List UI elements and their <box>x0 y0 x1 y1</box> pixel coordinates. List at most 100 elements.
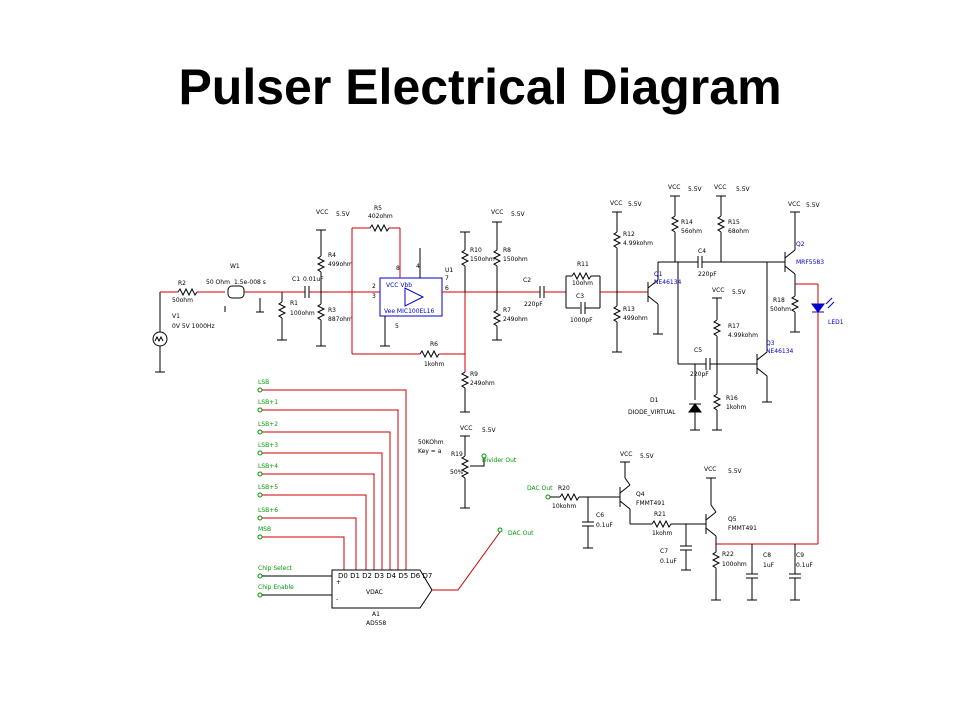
r13-value: 499ohm <box>623 315 648 322</box>
vcc-label-r4: VCC <box>316 209 328 216</box>
r20-value: 10kohm <box>552 503 576 510</box>
r18-label: R18 <box>773 297 785 304</box>
c6-value: 0.1uF <box>596 522 613 529</box>
transistor-q4: VCC 5.5V Q4 FMMT491 <box>619 451 665 524</box>
r17-value: 4.99kohm <box>728 332 758 339</box>
u1-pin3: 3 <box>372 293 376 300</box>
resistor-r10: R10 150ohm <box>460 231 495 292</box>
dac-name: VDAC <box>366 589 383 596</box>
r10-label: R10 <box>470 247 482 254</box>
r16-label: R16 <box>726 395 738 402</box>
r21-value: 1kohm <box>652 530 673 537</box>
lsb2-label: LSB+2 <box>258 421 278 428</box>
r3-label: R3 <box>328 307 336 314</box>
r19-label: R19 <box>451 451 463 458</box>
c4-label: C4 <box>698 248 706 255</box>
dac-out-port: DAC Out <box>508 530 534 537</box>
v55-label-r12: 5.5V <box>628 201 643 208</box>
r2-label: R2 <box>178 280 186 287</box>
chip-select-label: Chip Select <box>258 565 293 572</box>
u1-part-label: Vee MIC100EL16 <box>384 308 434 315</box>
vcc-label-r19: VCC <box>460 425 472 432</box>
r12-value: 4.99kohm <box>623 240 653 247</box>
r20-label: R20 <box>558 485 570 492</box>
v55-label-q5: 5.5V <box>728 468 743 475</box>
resistor-r11: R11 10ohm <box>565 261 601 308</box>
lsb3-label: LSB+3 <box>258 442 278 449</box>
capacitor-c7: C7 0.1uF <box>660 524 692 571</box>
r3-value: 887ohm <box>328 316 353 323</box>
resistor-r9: R9 249ohm <box>460 292 495 413</box>
r12-label: R12 <box>623 231 635 238</box>
u1-label: U1 <box>445 267 453 274</box>
capacitor-c1: C1 0.01uF <box>282 276 380 298</box>
r5-value: 402ohm <box>368 213 393 220</box>
ic-u1: VCC Vbb Vee MIC100EL16 U1 8 4 7 2 3 6 5 <box>372 248 465 347</box>
resistor-r21: R21 1kohm <box>630 511 706 537</box>
u1-pin7: 7 <box>445 275 449 282</box>
c9-value: 0.1uF <box>796 562 813 569</box>
q4-part: FMMT491 <box>636 500 665 507</box>
r4-label: R4 <box>328 252 336 259</box>
lsb1-label: LSB+1 <box>258 399 278 406</box>
v1-value: 0V 5V 1000Hz <box>172 323 215 330</box>
r22-label: R22 <box>722 551 734 558</box>
led1-label: LED1 <box>828 319 844 326</box>
r10-value: 150ohm <box>470 256 495 263</box>
c6-label: C6 <box>596 512 604 519</box>
r14-value: 56ohm <box>681 228 702 235</box>
capacitor-c9: C9 0.1uF <box>789 544 813 601</box>
chip-enable-label: Chip Enable <box>258 584 294 591</box>
vcc-label-r12: VCC <box>610 200 622 207</box>
c5-label: C5 <box>694 347 702 354</box>
r5-label: R5 <box>374 205 382 212</box>
v55-label-q2: 5.5V <box>806 202 821 209</box>
vcc-label-q5: VCC <box>704 466 716 473</box>
r4-value: 499ohm <box>328 261 353 268</box>
v55-label-q4: 5.5V <box>640 453 655 460</box>
u1-pin8: 8 <box>396 265 400 272</box>
v55-label-r15: 5.5V <box>736 186 751 193</box>
q1-label: Q1 <box>654 271 663 278</box>
w1-label: W1 <box>230 263 240 270</box>
r8-value: 150ohm <box>503 256 528 263</box>
dac-out-input: DAC Out <box>527 485 560 500</box>
r19-key: Key = a <box>418 448 442 455</box>
u1-vccvbb-label: VCC Vbb <box>386 282 412 289</box>
dac-out-input-label: DAC Out <box>527 485 553 492</box>
q3-label: Q3 <box>766 340 775 347</box>
capacitor-c5: C5 220pF <box>677 262 757 378</box>
u1-pin5: 5 <box>395 323 399 330</box>
u1-pin2: 2 <box>372 283 376 290</box>
capacitor-c2: C2 220pF <box>523 277 566 308</box>
vcc-label-q2: VCC <box>788 201 800 208</box>
r8-label: R8 <box>503 247 511 254</box>
r2-value: 50ohm <box>172 297 193 304</box>
c8-label: C8 <box>763 552 771 559</box>
r13-label: R13 <box>623 306 635 313</box>
w1-value-impedance: 50 Ohm <box>206 279 230 286</box>
u1-pin6: 6 <box>445 285 449 292</box>
resistor-r15: VCC 5.5V R15 68ohm <box>714 184 751 262</box>
resistor-r12: VCC 5.5V R12 4.99kohm <box>610 200 653 306</box>
resistor-r1: R1 100ohm <box>277 292 315 341</box>
resistor-r18: R18 50ohm <box>770 295 800 333</box>
resistor-r7: R7 249ohm <box>465 291 540 341</box>
c4-value: 220pF <box>698 271 717 278</box>
dac-pins: D0 D1 D2 D3 D4 D5 D6 D7 <box>338 572 432 580</box>
v55-label-r19: 5.5V <box>482 427 497 434</box>
vcc-label-r17: VCC <box>712 287 724 294</box>
a1-label: A1 <box>372 611 380 618</box>
r1-label: R1 <box>290 300 298 307</box>
transistor-q2: VCC 5.5V Q2 MRF5583 <box>784 201 824 296</box>
c1-label: C1 <box>292 276 300 283</box>
c7-label: C7 <box>660 548 668 555</box>
capacitor-c4: C4 220pF <box>697 248 785 278</box>
resistor-r4: VCC 5.5V R4 499ohm <box>316 209 353 292</box>
divider-out-port: Divider Out <box>482 457 517 464</box>
q2-part: MRF5583 <box>796 259 824 266</box>
vcc-label-r14: VCC <box>668 184 680 191</box>
r6-label: R6 <box>430 341 438 348</box>
capacitor-c8: C8 1uF <box>746 544 775 601</box>
q5-label: Q5 <box>728 516 737 523</box>
